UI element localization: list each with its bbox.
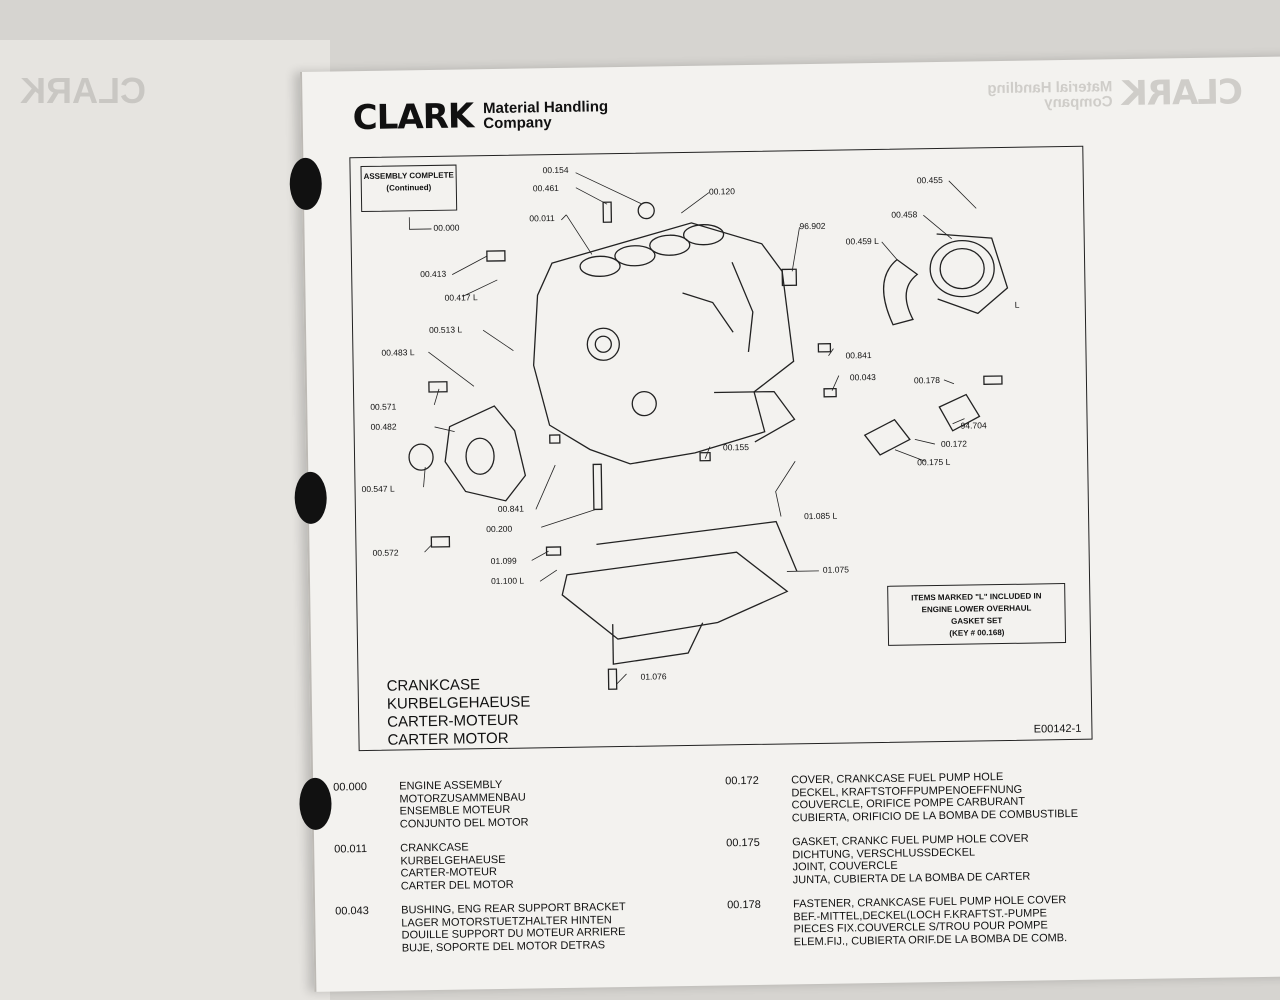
part-label: 00.043	[849, 371, 876, 383]
part-label: 00.455	[916, 174, 943, 186]
part-label: 00.461	[532, 182, 559, 194]
part-label: 00.513 L	[428, 324, 463, 336]
part-label: 00.120	[708, 186, 736, 197]
part-label: 00.200	[486, 523, 513, 535]
engine-block-drawing	[408, 172, 1009, 690]
part-label: 01.075	[822, 564, 849, 575]
part-label: 00.155	[722, 441, 750, 453]
part-label: 01.099	[490, 555, 517, 567]
part-label: 01.100 L	[490, 575, 525, 587]
binder-hole	[294, 471, 328, 525]
part-label: 00.571	[370, 401, 397, 412]
exploded-diagram-frame: ASSEMBLY COMPLETE (Continued) ITEMS MARK…	[349, 145, 1093, 752]
part-label: 94.704	[960, 420, 987, 431]
part-label: L	[1014, 299, 1020, 310]
part-label: 00.459 L	[845, 235, 879, 247]
part-label: 00.178	[913, 374, 940, 386]
diagram-title: CRANKCASE KURBELGEHAEUSE CARTER-MOTEUR C…	[386, 676, 531, 749]
part-label: 00.175 L	[917, 456, 951, 468]
part-label: 00.841	[497, 503, 524, 514]
part-label: 00.413	[420, 268, 447, 280]
part-label: 00.483 L	[381, 347, 415, 358]
part-label: 00.172	[940, 438, 967, 449]
part-label: 01.085 L	[803, 510, 838, 522]
part-label: 00.547 L	[361, 483, 395, 495]
assembly-complete-callout: ASSEMBLY COMPLETE (Continued)	[360, 164, 458, 213]
part-label: 00.458	[891, 209, 918, 220]
clark-wordmark: CLARK	[352, 96, 474, 139]
part-label: 00.417 L	[444, 292, 478, 303]
part-label: 00.572	[372, 547, 399, 558]
figure-code: E00142-1	[1033, 722, 1082, 736]
part-label: 00.000	[433, 222, 460, 233]
binder-hole	[289, 157, 323, 211]
part-label: 01.076	[640, 671, 667, 682]
part-label: 00.154	[542, 164, 569, 176]
part-label: 96.902	[799, 220, 826, 232]
gasket-note-box: ITEMS MARKED "L" INCLUDED IN ENGINE LOWE…	[887, 583, 1067, 646]
part-label: 00.482	[370, 421, 397, 432]
part-label: 00.011	[529, 213, 555, 224]
facing-page: CLARK	[0, 40, 330, 1000]
facing-page-ghost-logo: CLARK	[20, 70, 146, 111]
binder-hole	[299, 777, 332, 831]
part-label: 00.841	[845, 350, 872, 361]
